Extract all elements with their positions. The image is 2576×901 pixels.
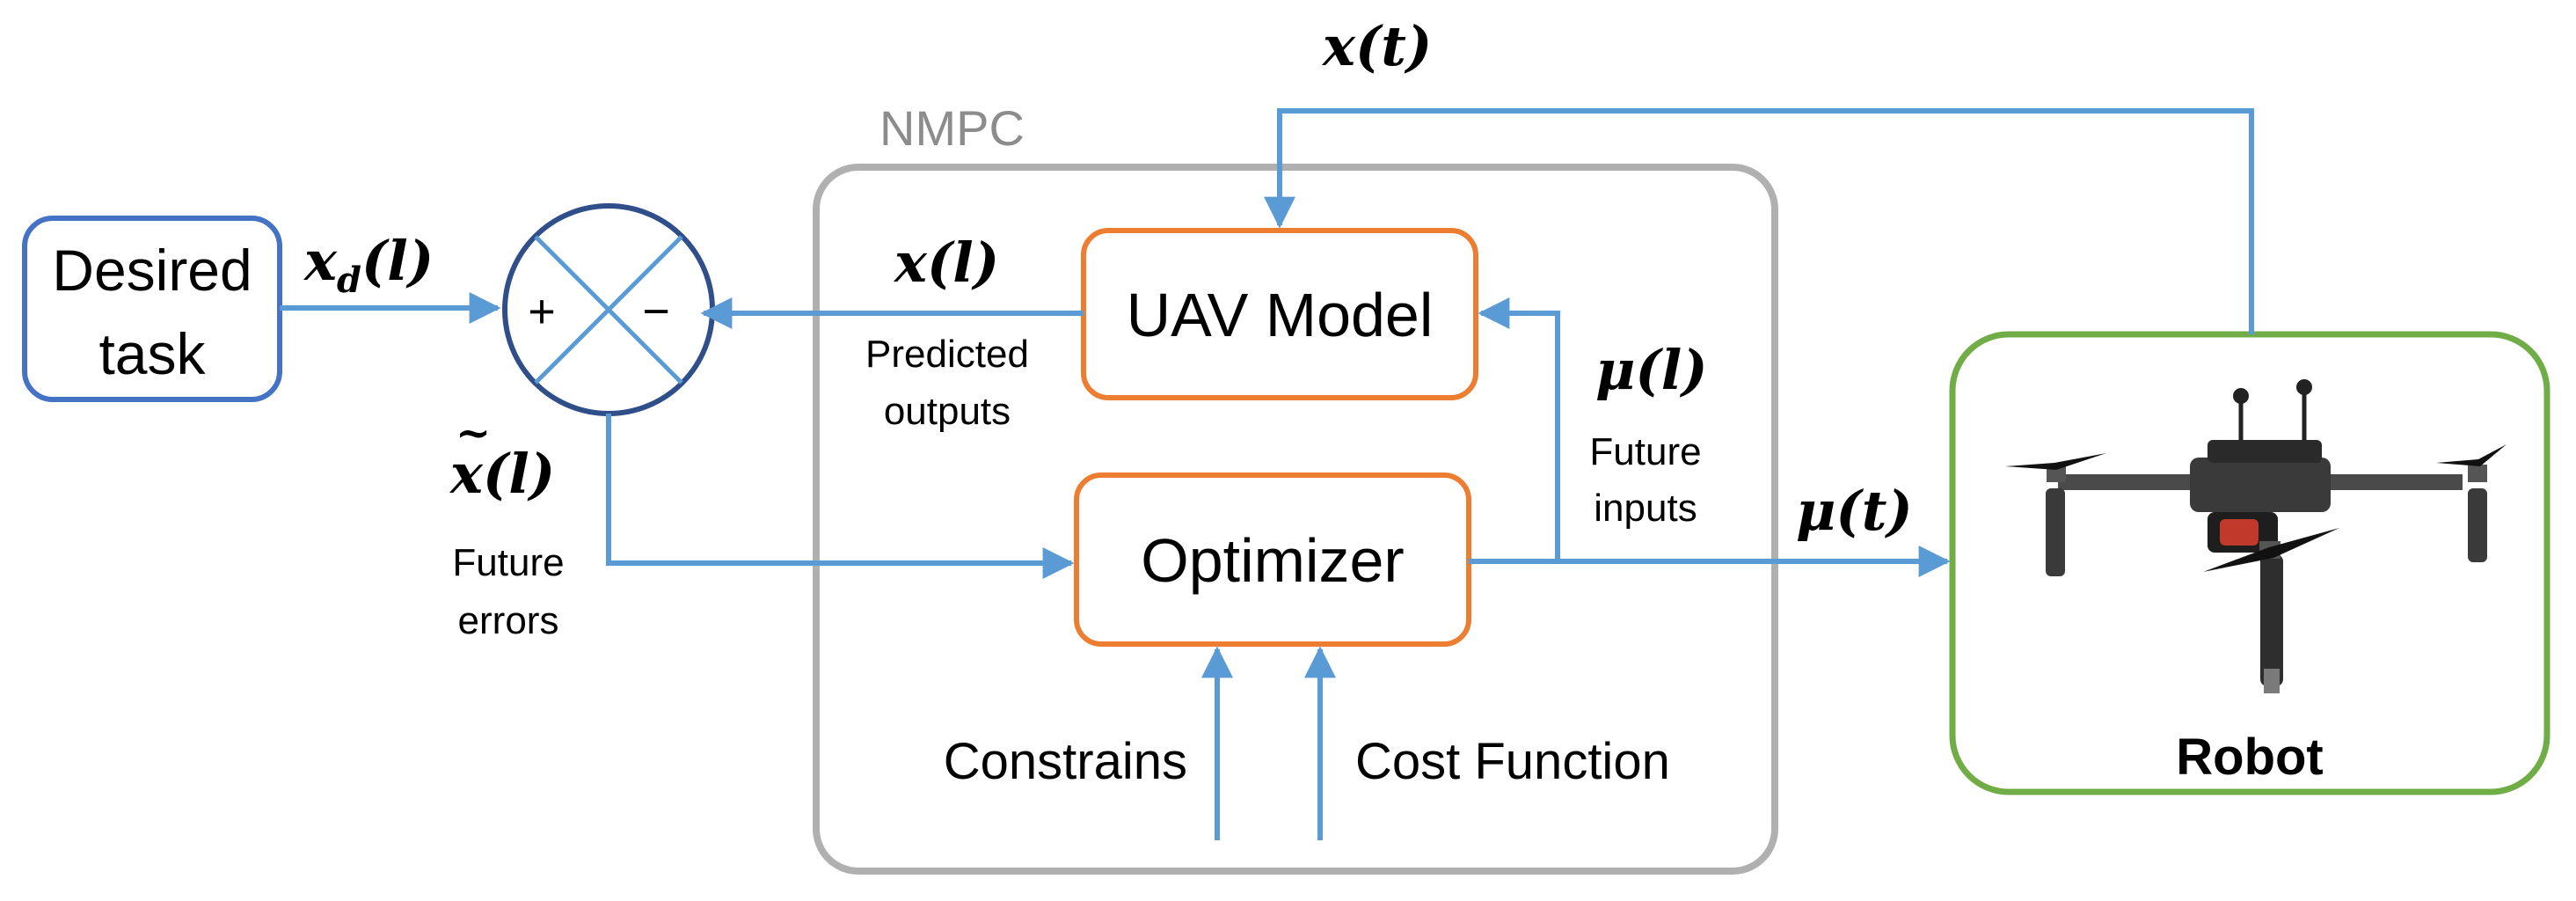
signal-x-l: x(l) [893, 231, 999, 295]
future-inputs-line1: Future [1589, 430, 1701, 473]
signal-x-tilde-l: x(l) [449, 442, 555, 506]
future-inputs-line2: inputs [1594, 487, 1697, 530]
arrow-robot-state-to-model [1264, 108, 2254, 334]
summing-junction: + − [502, 203, 715, 416]
robot-block [1949, 331, 2550, 795]
arrow-inputs-to-model [1478, 297, 1560, 561]
optimizer-label: Optimizer [1141, 526, 1404, 595]
junction-minus-sign: − [642, 285, 670, 338]
signal-mu-l: μ(l) [1595, 338, 1708, 402]
signal-x-d-l: xd(l) [303, 229, 434, 301]
junction-plus-sign: + [528, 285, 556, 338]
signal-mu-t: μ(t) [1796, 479, 1913, 543]
signal-x-t: x(t) [1321, 14, 1432, 78]
nmpc-container [813, 164, 1778, 875]
robot-label: Robot [2176, 729, 2324, 786]
nmpc-label: NMPC [879, 100, 1025, 156]
predicted-outputs-line2: outputs [884, 390, 1011, 433]
future-errors-line2: errors [458, 599, 559, 642]
drone-image [2005, 379, 2507, 693]
uav-model-label: UAV Model [1127, 281, 1434, 349]
cost-function-label: Cost Function [1355, 733, 1670, 790]
arrow-junction-to-optimizer [606, 414, 1075, 579]
desired-task-label-line1: Desired [52, 238, 252, 303]
future-errors-line1: Future [452, 541, 564, 584]
predicted-outputs-line1: Predicted [865, 333, 1029, 376]
signal-x-tilde-mark: ~ [456, 408, 491, 458]
desired-task-label-line2: task [99, 321, 206, 386]
constrains-label: Constrains [944, 733, 1187, 790]
